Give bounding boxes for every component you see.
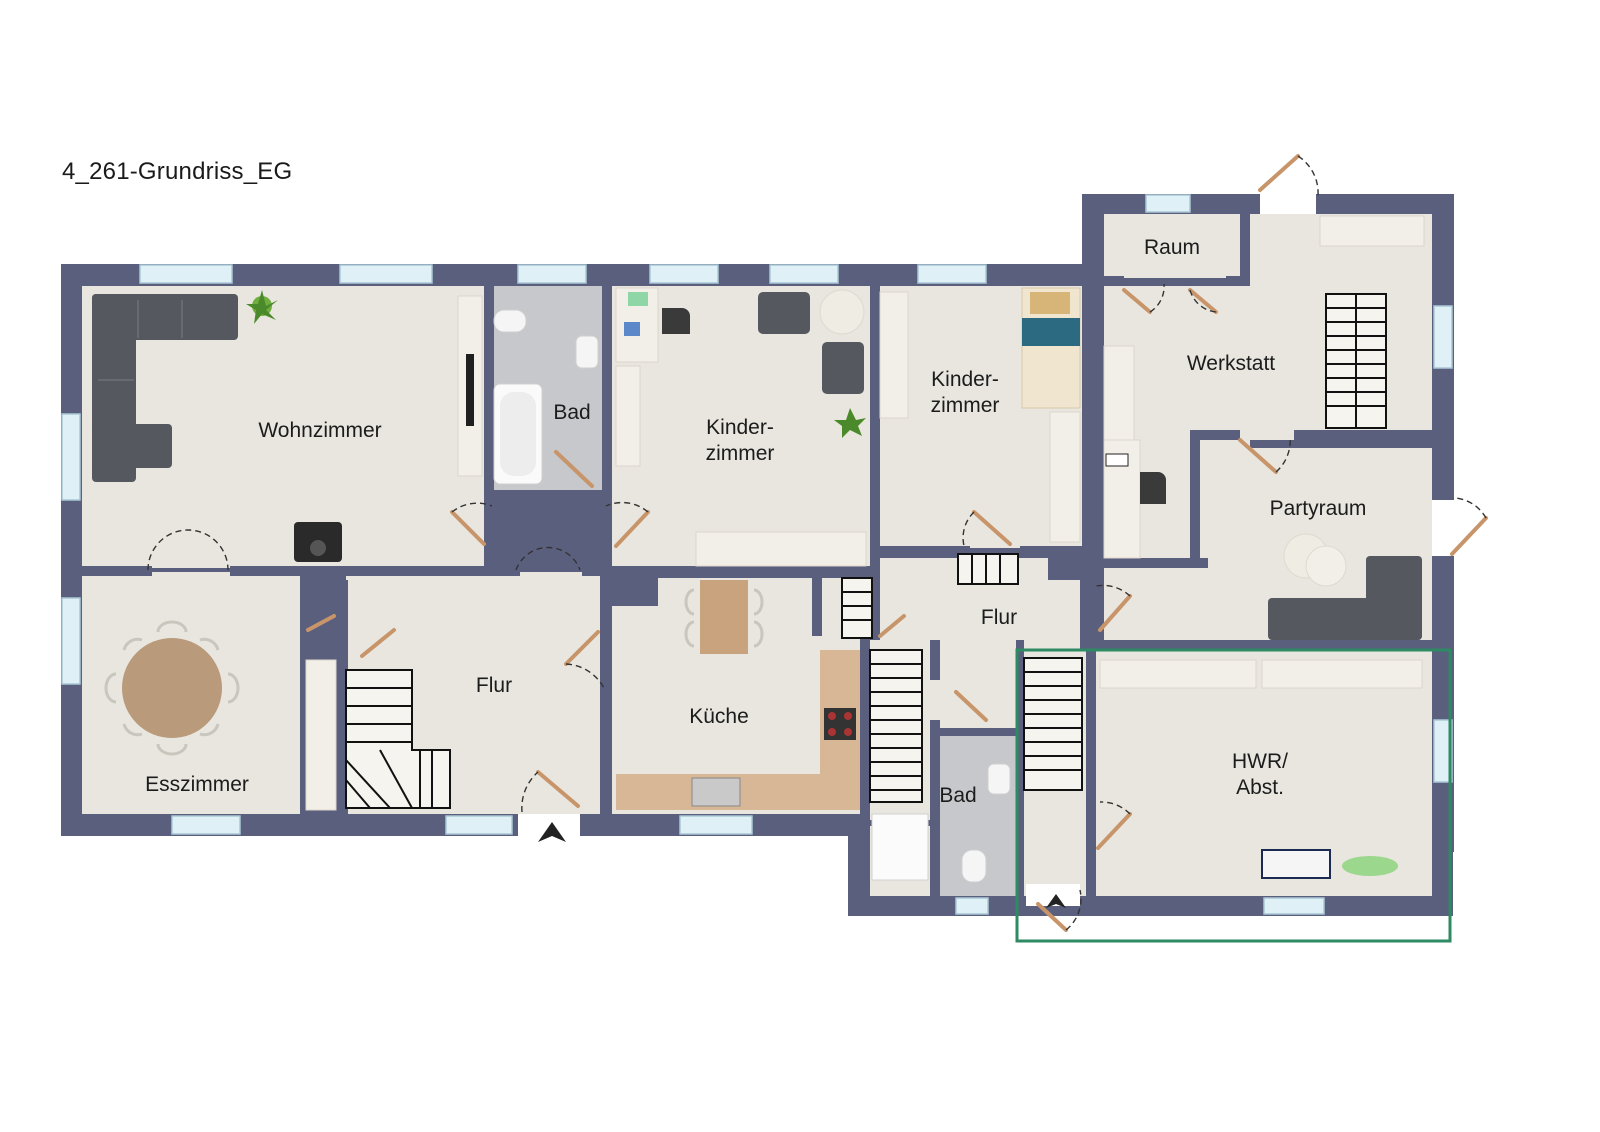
chairs xyxy=(104,620,240,756)
chair xyxy=(1140,472,1166,504)
armchair xyxy=(758,292,810,334)
window xyxy=(61,413,81,501)
window xyxy=(679,815,753,835)
sideboard xyxy=(305,659,337,811)
toilet xyxy=(493,309,527,333)
tv xyxy=(466,354,474,426)
cabinet xyxy=(1049,411,1081,543)
shelf xyxy=(1261,659,1423,689)
room-label-partyraum: Partyraum xyxy=(1270,497,1367,520)
window xyxy=(1433,305,1453,369)
window xyxy=(649,264,719,284)
entrance-arrow-icon xyxy=(538,822,566,842)
workbench xyxy=(1319,215,1425,247)
room-label-kueche: Küche xyxy=(689,705,749,728)
bookshelf xyxy=(615,365,641,467)
plant-icon xyxy=(246,290,278,324)
windows xyxy=(61,194,1453,915)
window xyxy=(339,264,433,284)
room-label-esszimmer: Esszimmer xyxy=(145,773,249,796)
dining-table xyxy=(122,638,222,738)
shower xyxy=(871,813,929,881)
window xyxy=(955,897,989,915)
staircase xyxy=(345,669,451,809)
room-label-wohnzimmer: Wohnzimmer xyxy=(258,419,381,442)
highlight-frame xyxy=(1015,648,1452,943)
staircase xyxy=(1325,293,1387,429)
room-label-raum: Raum xyxy=(1144,236,1200,259)
room-label-kinderzimmer-1a: Kinder- xyxy=(706,416,774,439)
doors xyxy=(147,154,1488,932)
chair xyxy=(662,308,690,334)
window xyxy=(171,815,241,835)
room-label-werkstatt: Werkstatt xyxy=(1187,352,1275,375)
room-label-kinderzimmer-2b: zimmer xyxy=(931,394,1000,417)
room-label-flur-right: Flur xyxy=(981,606,1017,629)
armchair xyxy=(822,342,864,394)
window xyxy=(1145,194,1191,213)
staircase xyxy=(841,577,873,639)
toilet xyxy=(961,849,987,883)
room-labels: Wohnzimmer Bad Kinder- zimmer Kinder- zi… xyxy=(145,236,1366,807)
stove-icon xyxy=(824,708,856,740)
sofa-l-shape xyxy=(1268,556,1422,640)
room-label-kinderzimmer-2a: Kinder- xyxy=(931,368,999,391)
sofa-l-shape xyxy=(92,294,238,482)
wardrobe xyxy=(695,531,867,567)
window xyxy=(769,264,839,284)
radiator xyxy=(1261,849,1331,879)
room-label-flur-left: Flur xyxy=(476,674,512,697)
window xyxy=(1263,897,1325,915)
room-label-bad-top: Bad xyxy=(553,401,590,424)
room-label-bad-bottom: Bad xyxy=(939,784,976,807)
plant-icon xyxy=(834,408,866,438)
staircase xyxy=(869,649,923,803)
sink xyxy=(575,335,599,369)
wardrobe xyxy=(879,291,909,419)
interior-walls xyxy=(82,194,1434,896)
sink xyxy=(691,777,741,807)
window xyxy=(917,264,987,284)
room-label-kinderzimmer-1b: zimmer xyxy=(706,442,775,465)
round-table xyxy=(819,289,865,335)
window xyxy=(445,815,513,835)
shelf xyxy=(1099,659,1257,689)
window xyxy=(1433,719,1453,783)
dining-table xyxy=(700,580,748,654)
staircase xyxy=(1023,657,1083,791)
window xyxy=(517,264,587,284)
floor-raum xyxy=(1104,214,1240,278)
window xyxy=(139,264,233,284)
plan-title: 4_261-Grundriss_EG xyxy=(62,158,293,185)
washing-machine xyxy=(1342,856,1398,876)
window xyxy=(61,597,81,685)
room-label-hwr-a: HWR/ xyxy=(1232,750,1288,773)
entrance-arrow-icon xyxy=(1046,894,1066,908)
sink xyxy=(987,763,1011,795)
room-label-hwr-b: Abst. xyxy=(1236,776,1284,799)
staircase xyxy=(957,553,1019,585)
